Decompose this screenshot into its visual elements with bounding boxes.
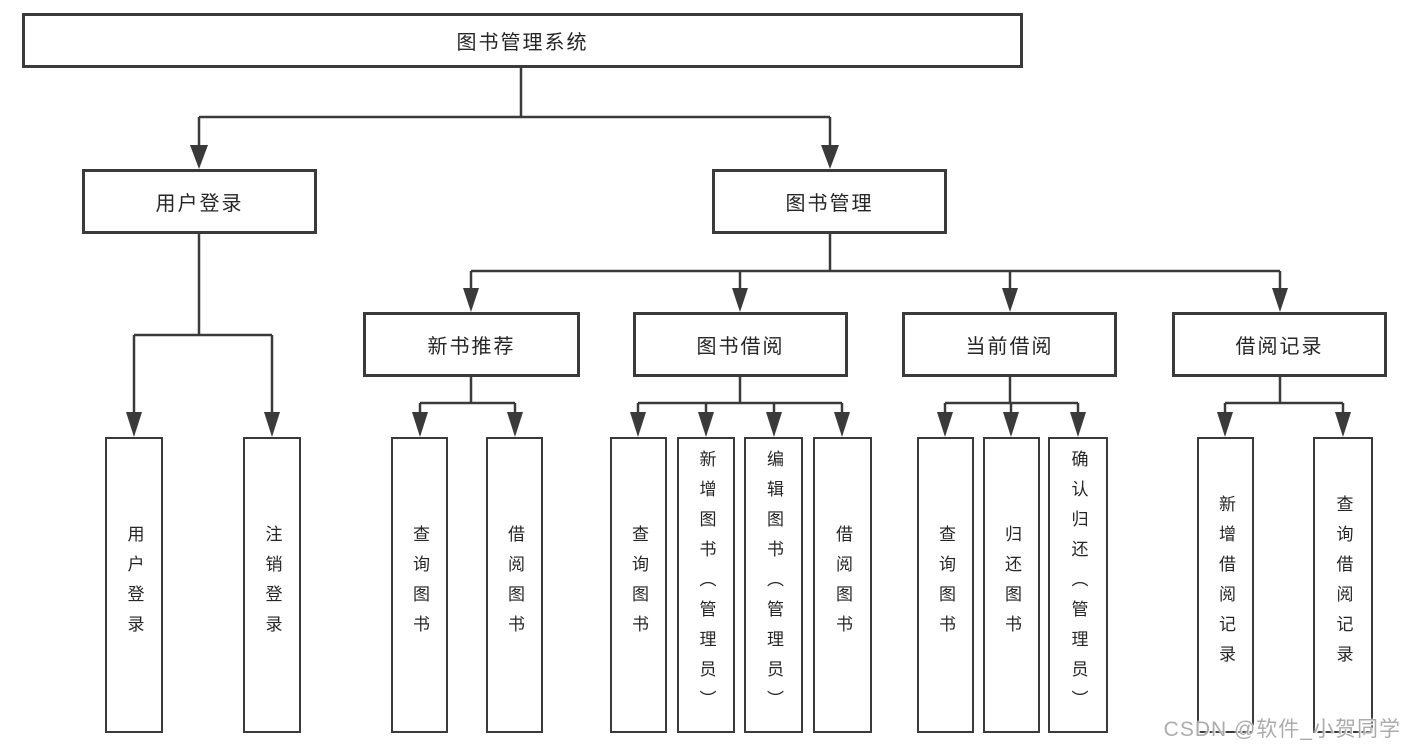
node-new-book-recommend: 新书推荐 [363,312,580,377]
node-book-borrow-label: 图书借阅 [696,336,785,358]
leaf-query-books-current-label: 查询图书 [936,525,955,645]
leaf-query-books-borrow: 查询图书 [610,437,667,733]
leaf-confirm-return-admin-label: 确认归还（管理员） [1068,450,1088,720]
leaf-add-borrow-record-label: 新增借阅记录 [1216,495,1235,675]
leaf-add-book-admin-label: 新增图书（管理员） [696,450,716,720]
leaf-user-login: 用户登录 [105,437,163,733]
connector-borrow-records [1223,376,1345,414]
leaf-logout: 注销登录 [243,437,301,733]
node-new-book-recommend-label: 新书推荐 [427,336,516,358]
leaf-add-book-admin: 新增图书（管理员） [677,437,735,733]
connector-new-book-recommend [418,376,517,414]
node-current-borrow: 当前借阅 [902,312,1117,377]
csdn-watermark: CSDN @软件_小贺同学 [1163,718,1401,741]
connector-root [197,67,832,148]
leaf-query-books-current: 查询图书 [917,437,974,733]
connector-current-borrow [943,376,1080,414]
leaf-borrow-books-recommend: 借阅图书 [486,437,543,733]
leaf-return-book: 归还图书 [983,437,1040,733]
leaf-query-books-recommend-label: 查询图书 [410,525,429,645]
node-root: 图书管理系统 [22,13,1023,68]
connector-book-management [469,233,1282,291]
leaf-logout-label: 注销登录 [262,525,282,645]
node-user-login-label: 用户登录 [155,193,244,215]
leaf-confirm-return-admin: 确认归还（管理员） [1048,437,1108,733]
node-user-login: 用户登录 [82,169,317,234]
leaf-user-login-label: 用户登录 [124,525,144,645]
leaf-query-borrow-record: 查询借阅记录 [1313,437,1373,733]
leaf-query-books-recommend: 查询图书 [391,437,448,733]
node-root-label: 图书管理系统 [456,32,589,54]
leaf-edit-book-admin-label: 编辑图书（管理员） [764,450,783,720]
node-book-management-label: 图书管理 [785,193,874,215]
leaf-query-books-borrow-label: 查询图书 [629,525,648,645]
node-borrow-records-label: 借阅记录 [1235,336,1324,358]
leaf-edit-book-admin: 编辑图书（管理员） [744,437,803,733]
leaf-query-borrow-record-label: 查询借阅记录 [1333,495,1353,675]
node-book-management: 图书管理 [712,169,947,234]
node-current-borrow-label: 当前借阅 [965,336,1054,358]
leaf-borrow-books-borrow: 借阅图书 [813,437,872,733]
leaf-borrow-books-recommend-label: 借阅图书 [505,525,524,645]
node-borrow-records: 借阅记录 [1172,312,1387,377]
leaf-return-book-label: 归还图书 [1002,525,1021,645]
connector-user-login [132,233,274,414]
connector-book-borrow [636,376,844,414]
node-book-borrow: 图书借阅 [633,312,848,377]
arrowheads [126,145,1351,437]
leaf-add-borrow-record: 新增借阅记录 [1197,437,1254,733]
leaf-borrow-books-borrow-label: 借阅图书 [833,525,852,645]
